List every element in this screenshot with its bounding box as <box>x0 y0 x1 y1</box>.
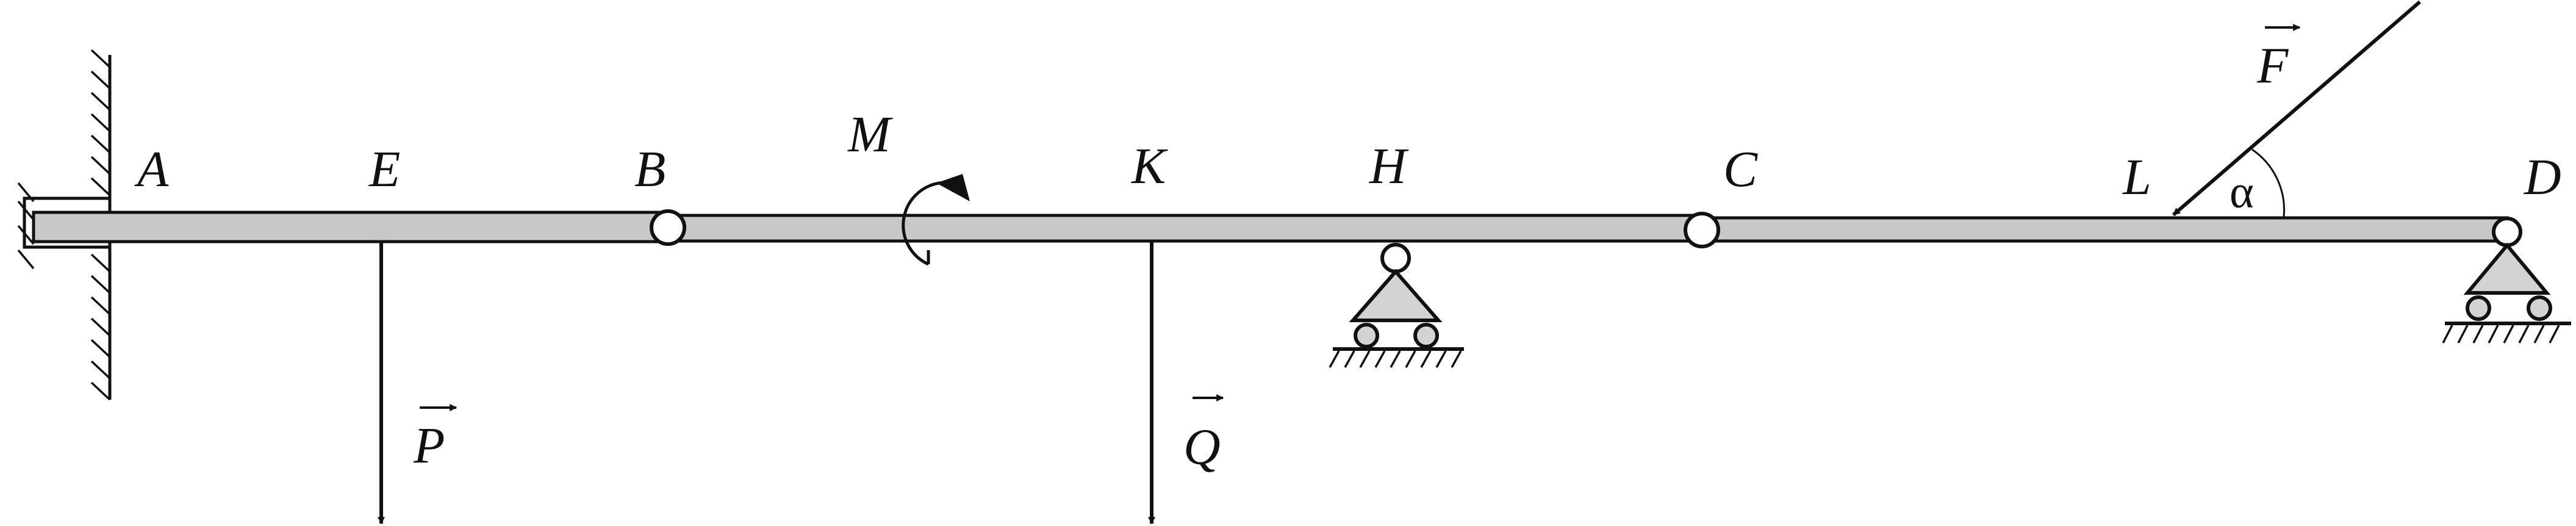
label-a: A <box>134 141 169 198</box>
label-d: D <box>2524 149 2561 206</box>
force-f-arrow <box>2172 0 2421 217</box>
label-alpha: α <box>2230 167 2254 218</box>
hinge-b <box>650 209 686 246</box>
roller-support-d <box>2442 217 2571 344</box>
label-m: M <box>847 106 893 163</box>
label-h: H <box>1369 138 1409 195</box>
hinge-c <box>1684 212 1720 248</box>
label-b: B <box>634 141 666 198</box>
label-p: P <box>413 417 445 474</box>
moment-m-arrow <box>902 174 970 266</box>
label-l: L <box>2122 149 2151 206</box>
label-c: C <box>1723 141 1758 198</box>
beam-segment-cd <box>1700 216 2509 243</box>
label-q: Q <box>1183 419 1221 475</box>
roller-support-h <box>1329 243 1464 368</box>
label-k: K <box>1131 138 1168 195</box>
alpha-angle-arc <box>2251 148 2285 217</box>
label-e: E <box>368 141 400 198</box>
ground-hatching-d <box>2442 325 2560 344</box>
label-f: F <box>2256 37 2289 94</box>
beam-segment-ab <box>32 211 670 243</box>
beam-segment-bc <box>666 214 1704 243</box>
ground-hatching-h <box>1329 350 1462 368</box>
